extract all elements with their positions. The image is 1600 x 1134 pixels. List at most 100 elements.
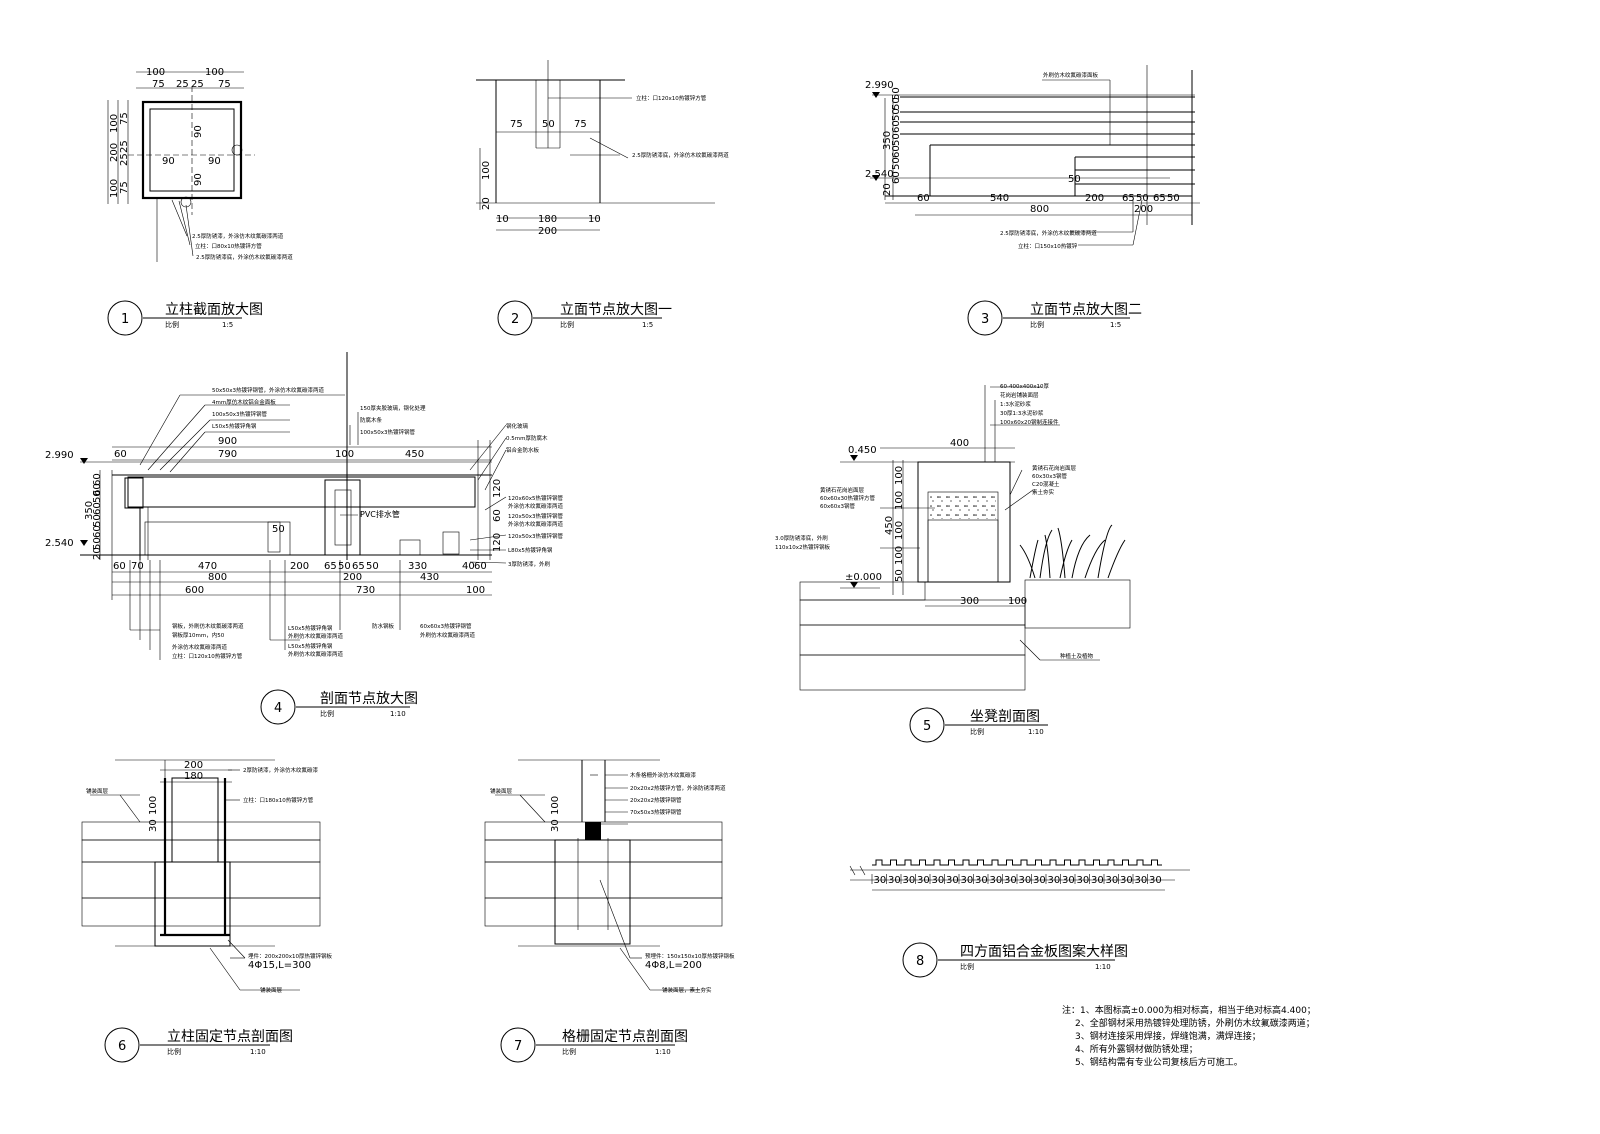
d8-dim-value: 30 — [1062, 875, 1075, 886]
d4-bdim-330: 330 — [408, 561, 427, 572]
d3-label-1: 外刷仿木纹氟碳漆面板 — [1043, 71, 1099, 79]
d4-label-t2: 4mm厚仿木纹铝合金面板 — [212, 398, 276, 406]
d4-label-b8: 外刷仿木纹氟碳漆两道 — [288, 650, 344, 658]
title-number: 5 — [923, 719, 931, 734]
title-circle — [107, 300, 143, 336]
d4-rdim-120a: 120 — [492, 479, 503, 498]
d3-dim-50a: 50 — [891, 157, 902, 170]
d3-elev-bottom: 2.540 — [865, 169, 894, 180]
d4-ldim-50b: 50 — [92, 514, 103, 527]
d4-bdim-430: 430 — [420, 572, 439, 583]
d7-label-1: 木条格栅外涂仿木纹氟碳漆 — [630, 771, 697, 779]
d4-label-b9: 防水钢板 — [372, 622, 395, 630]
d3-dim-350: 350 — [882, 131, 893, 150]
general-notes: 注：1、本图标高±0.000为相对标高，相当于绝对标高4.400； 2、全部钢材… — [1062, 1004, 1316, 1068]
d4-tdim-60: 60 — [114, 449, 127, 460]
d2-dim-180: 180 — [538, 214, 557, 225]
d3-bdim-50a: 50 — [1136, 193, 1149, 204]
d4-label-b7: L50x5热镀锌角钢 — [288, 642, 333, 650]
d3-bdim-60: 60 — [917, 193, 930, 204]
d7-label-7: 铺装面层，素土夯实 — [662, 986, 712, 994]
d3-dim-50e: 50 — [891, 87, 902, 100]
d1-top-dim-b4: 75 — [218, 79, 231, 90]
d4-label-t5: 150厚夹胶玻璃，钢化处理 — [360, 404, 426, 412]
note-1: 注：1、本图标高±0.000为相对标高，相当于绝对标高4.400； — [1062, 1004, 1316, 1016]
d7-dim-30: 30 — [550, 819, 561, 832]
d1-left-dim-c3: 25 — [119, 153, 130, 166]
d4-ldim-20: 20 — [92, 547, 103, 560]
title-scale-value: 1:10 — [1028, 728, 1044, 736]
title-circle — [104, 1027, 140, 1063]
d4-pvc-label: PVC排水管 — [360, 509, 400, 519]
d3-dim-20: 20 — [882, 183, 893, 196]
d5-ldim-100c: 100 — [894, 521, 905, 540]
d3-dim-800: 800 — [1030, 204, 1049, 215]
d5-label-r3: C20混凝土 — [1032, 480, 1060, 488]
d1-label-2: 立柱：口80x10热镀锌方管 — [195, 242, 262, 250]
d8-dim-value: 30 — [1048, 875, 1061, 886]
d4-ldim-350: 350 — [84, 501, 95, 520]
d4-bdim-800: 800 — [208, 572, 227, 583]
d5-label-t3: 1:3水泥砂浆 — [1000, 400, 1031, 408]
title-scale-value: 1:5 — [1110, 321, 1121, 329]
d2-label-1: 立柱：口120x10热镀锌方管 — [636, 94, 707, 102]
detail-3-elevation-node-2: 2.990 2.540 350 20 60 50 60 50 60 50 50 … — [865, 65, 1200, 250]
d3-dim-50d: 50 — [891, 97, 902, 110]
d4-dim-50: 50 — [272, 524, 285, 535]
d1-label-3: 2.5厚防锈漆底，外涂仿木纹氟碳漆两道 — [196, 253, 293, 261]
title-circle — [909, 707, 945, 743]
d8-tooth-profile — [872, 859, 1162, 866]
title-circle — [260, 689, 296, 725]
d6-dim-180: 180 — [184, 771, 203, 782]
d1-top-dim-a1: 100 — [146, 67, 165, 78]
d1-top-dim-a2: 100 — [205, 67, 224, 78]
d1-top-dim-b2: 25 — [176, 79, 189, 90]
d5-label-t1: 60-400x400x10厚 — [1000, 383, 1049, 390]
d1-left-dim-c1: 75 — [119, 112, 130, 125]
d3-dim-50c: 50 — [891, 108, 902, 121]
d6-label-left: 铺装面层 — [86, 787, 109, 795]
d2-dim-10a: 10 — [496, 214, 509, 225]
title-scale-value: 1:10 — [655, 1048, 671, 1056]
d1-left-dim-b2: 100 — [109, 114, 120, 133]
d6-label-5: 铺装面层 — [260, 986, 283, 994]
title-number: 1 — [121, 312, 129, 327]
d8-dim-value: 30 — [1004, 875, 1017, 886]
detail-7-grille-fixing: 100 30 铺装面层 木条格栅外涂仿木纹氟碳漆 20x20x2热镀锌方管，外涂… — [484, 759, 735, 994]
d4-label-b5: L50x5热镀锌角钢 — [288, 624, 333, 632]
d4-tdim-790: 790 — [218, 449, 237, 460]
d8-dim-value: 30 — [1149, 875, 1162, 886]
d5-label-l4: 3.0厚防锈漆底，外刷 — [775, 534, 828, 542]
d6-label-3: 埋件：200x200x10厚热镀锌钢板 — [248, 952, 333, 960]
d1-inner-dim-4: 90 — [193, 173, 204, 186]
d3-dim-60a: 60 — [891, 171, 902, 184]
d4-bdim-600: 600 — [185, 585, 204, 596]
d4-label-t10: 铝合金防水板 — [506, 446, 540, 454]
title-text: 立面节点放大图二 — [1030, 302, 1142, 318]
d7-dim-100: 100 — [550, 796, 561, 815]
d4-bdim-50b: 50 — [366, 561, 379, 572]
d8-dim-value: 30 — [1077, 875, 1090, 886]
d4-label-r3: 120x50x3热镀锌钢管 — [508, 512, 564, 520]
d1-left-dim-b1: 100 — [109, 179, 120, 198]
d5-label-r2: 60x30x3钢管 — [1032, 472, 1068, 480]
d4-bdim-50a: 50 — [338, 561, 351, 572]
d4-bdim-730: 730 — [356, 585, 375, 596]
note-4: 4、所有外露钢材做防锈处理； — [1075, 1043, 1198, 1055]
d8-dim-value: 30 — [946, 875, 959, 886]
d3-dim-50b: 50 — [891, 133, 902, 146]
detail-2-elevation-node-1: 75 50 75 100 20 10 180 10 200 立柱：口120x10… — [476, 60, 729, 237]
d3-label-2: 2.5厚防锈漆底，外涂仿木纹氟碳漆两道 — [1000, 229, 1097, 237]
d5-label-t5: 100x60x20钢制连接件 — [1000, 418, 1059, 426]
title-scale-value: 1:5 — [642, 321, 653, 329]
d5-label-r4: 素土夯实 — [1032, 488, 1055, 496]
d4-label-t3: 100x50x3热镀锌钢管 — [212, 410, 268, 418]
d7-label-6: 4Φ8,L=200 — [645, 960, 702, 971]
d4-label-t9: 0.5mm厚防腐木 — [506, 434, 548, 442]
